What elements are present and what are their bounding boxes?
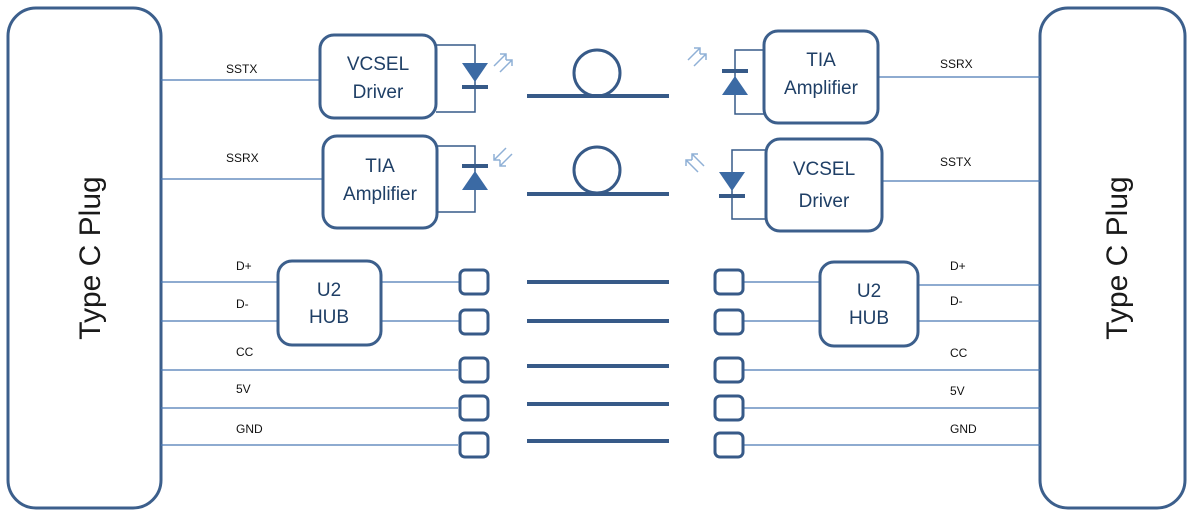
right-vcsel-laser-icon: [685, 149, 766, 220]
left-signal-5v: 5V: [236, 382, 251, 396]
right-signal-sstx: SSTX: [940, 155, 971, 169]
right-photodiode-icon: [687, 47, 764, 115]
left-vcsel-driver: VCSEL Driver: [318, 33, 438, 120]
left-plug-box: [6, 6, 163, 510]
left-signal-ssrx: SSRX: [226, 151, 259, 165]
right-pad-gnd: [713, 431, 745, 459]
right-pad-dminus: [713, 308, 745, 336]
right-signal-ssrx: SSRX: [940, 57, 973, 71]
right-vcsel-driver-line2: Driver: [799, 191, 850, 212]
left-u2-hub-line1: U2: [317, 280, 341, 301]
right-u2-hub-line2: HUB: [849, 308, 889, 329]
right-signal-dminus: D-: [950, 294, 963, 308]
left-signal-labels: SSTX SSRX D+ D- CC 5V GND: [226, 62, 263, 436]
fiber-link-bottom: [527, 145, 669, 196]
right-tia-amplifier-box: [762, 29, 880, 125]
left-pad-dminus: [458, 308, 490, 336]
left-contact-pads: [458, 268, 490, 459]
left-tia-amplifier-line2: Amplifier: [343, 184, 418, 205]
right-vcsel-driver-line1: VCSEL: [793, 159, 855, 180]
right-signal-cc: CC: [950, 346, 968, 360]
right-plug-box: [1038, 6, 1187, 510]
right-signal-labels: SSRX SSTX D+ D- CC 5V GND: [940, 57, 977, 436]
copper-conductors: [527, 280, 669, 443]
right-tia-amplifier: TIA Amplifier: [762, 29, 880, 125]
left-signal-dminus: D-: [236, 297, 249, 311]
left-vcsel-driver-box: [318, 33, 438, 120]
left-signal-cc: CC: [236, 345, 254, 359]
left-vcsel-laser-icon: [436, 44, 513, 113]
right-tia-amplifier-line2: Amplifier: [784, 78, 859, 99]
right-wires: [743, 76, 1040, 446]
left-signal-gnd: GND: [236, 422, 263, 436]
left-pad-5v: [458, 394, 490, 422]
right-contact-pads: [713, 268, 745, 459]
right-u2-hub-line1: U2: [857, 281, 881, 302]
right-pad-5v: [713, 394, 745, 422]
right-vcsel-driver: VCSEL Driver: [764, 137, 884, 233]
left-u2-hub-line2: HUB: [309, 307, 349, 328]
left-signal-sstx: SSTX: [226, 62, 257, 76]
left-tia-amplifier: TIA Amplifier: [321, 134, 439, 230]
right-signal-gnd: GND: [950, 422, 977, 436]
left-vcsel-driver-line1: VCSEL: [347, 54, 409, 75]
left-pad-cc: [458, 356, 490, 384]
right-vcsel-driver-box: [764, 137, 884, 233]
left-type-c-plug: Type C Plug: [6, 6, 163, 510]
right-u2-hub-box: [818, 260, 920, 348]
left-u2-hub: U2 HUB: [276, 259, 383, 347]
right-pad-cc: [713, 356, 745, 384]
left-wires: [161, 79, 460, 446]
left-vcsel-driver-line2: Driver: [353, 82, 404, 103]
right-pad-dplus: [713, 268, 745, 296]
left-plug-label: Type C Plug: [74, 176, 107, 339]
right-type-c-plug: Type C Plug: [1038, 6, 1187, 510]
right-signal-dplus: D+: [950, 259, 966, 273]
left-photodiode-icon: [437, 145, 513, 213]
left-u2-hub-box: [276, 259, 383, 347]
right-signal-5v: 5V: [950, 384, 965, 398]
left-pad-dplus: [458, 268, 490, 296]
left-tia-amplifier-line1: TIA: [365, 156, 395, 177]
right-plug-label: Type C Plug: [1101, 176, 1134, 339]
right-u2-hub: U2 HUB: [818, 260, 920, 348]
left-pad-gnd: [458, 431, 490, 459]
left-signal-dplus: D+: [236, 259, 252, 273]
right-tia-amplifier-line1: TIA: [806, 50, 836, 71]
left-tia-amplifier-box: [321, 134, 439, 230]
fiber-link-top: [527, 48, 669, 98]
